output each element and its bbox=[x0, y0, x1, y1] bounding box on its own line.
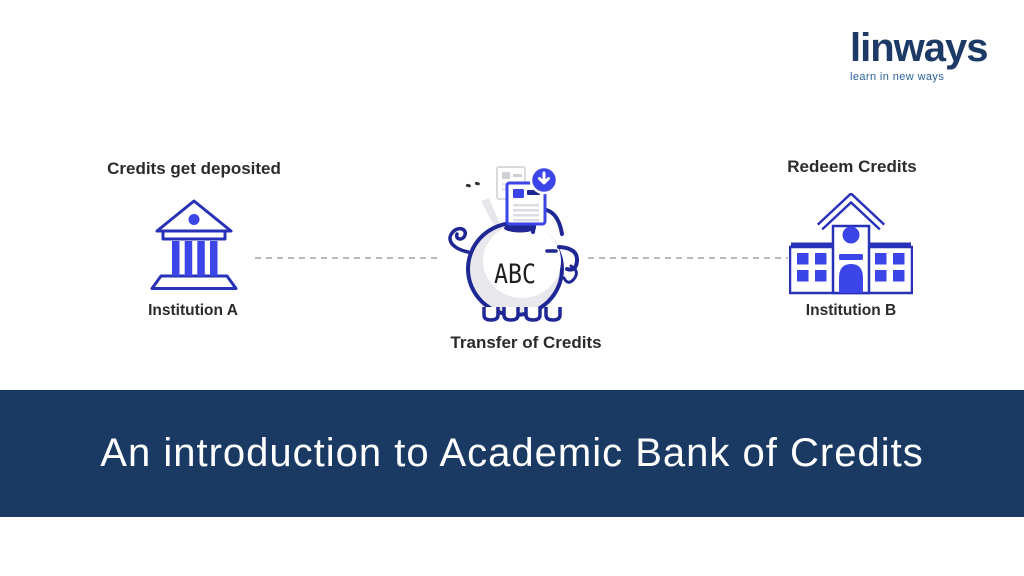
linways-logo: linways learn in new ways bbox=[850, 26, 989, 83]
label-transfer-of-credits: Transfer of Credits bbox=[450, 333, 602, 352]
piggy-coin-slot bbox=[504, 223, 536, 233]
school-door bbox=[839, 264, 863, 293]
piggy-snout bbox=[557, 245, 580, 272]
title-banner: An introduction to Academic Bank of Cred… bbox=[0, 390, 1024, 517]
piggy-leg bbox=[544, 307, 562, 322]
piggy-body: ABC bbox=[448, 208, 580, 322]
caption-redeem-credits: Redeem Credits bbox=[787, 157, 917, 176]
abc-text: ABC bbox=[494, 259, 536, 290]
piggy-leg bbox=[524, 307, 542, 322]
caption-credits-deposited: Credits get deposited bbox=[107, 159, 281, 178]
dashed-connector-left bbox=[255, 257, 437, 259]
label-institution-a: Institution A bbox=[148, 302, 238, 319]
download-badge-icon bbox=[529, 165, 559, 195]
beam-shape bbox=[481, 198, 501, 229]
motion-dot-icon bbox=[474, 181, 480, 186]
piggy-leg bbox=[482, 307, 500, 322]
piggy-leg bbox=[502, 307, 520, 322]
page-title: An introduction to Academic Bank of Cred… bbox=[100, 431, 924, 475]
motion-dot-icon bbox=[465, 183, 471, 188]
school-building-icon bbox=[789, 193, 913, 295]
logo-wordmark: linways bbox=[850, 26, 989, 70]
piggy-bank-icon: ABC bbox=[448, 165, 580, 322]
dashed-connector-right bbox=[588, 257, 788, 259]
piggy-tail bbox=[448, 226, 470, 254]
logo-tagline: learn in new ways bbox=[850, 71, 945, 83]
label-institution-b: Institution B bbox=[805, 302, 897, 319]
document-front-icon bbox=[505, 181, 547, 226]
piggy-mouth-curl bbox=[562, 264, 578, 284]
bank-building-icon bbox=[150, 199, 238, 290]
